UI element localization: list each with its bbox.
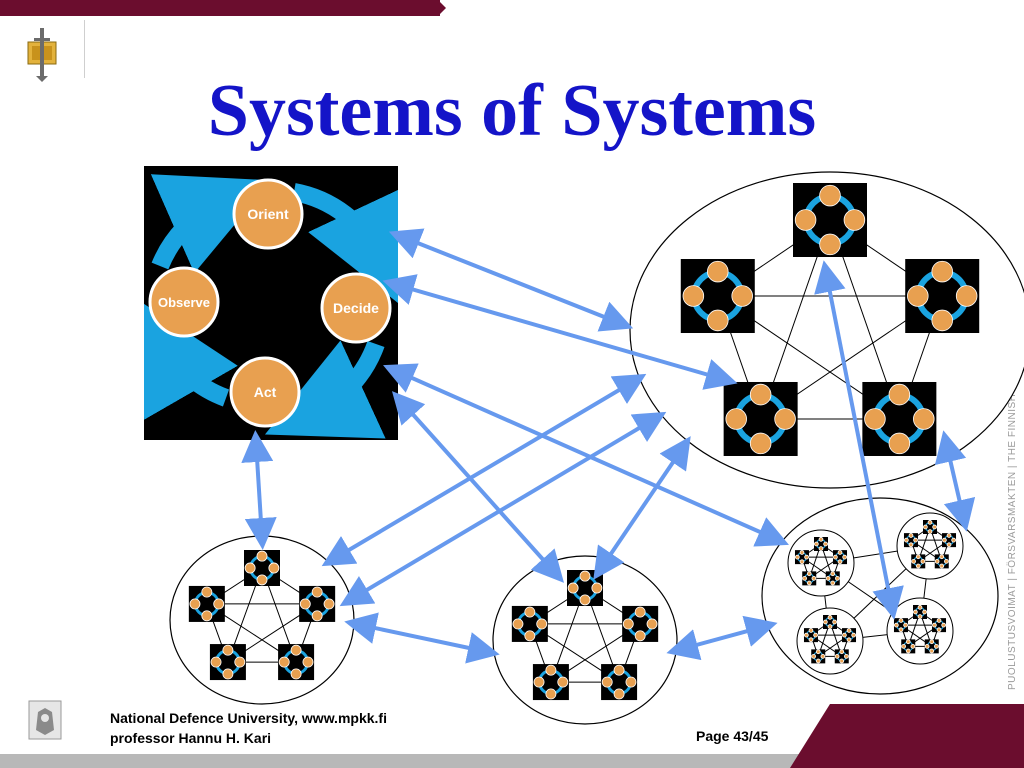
system-large xyxy=(629,171,1024,489)
sub-system-2 xyxy=(896,512,964,580)
system-large-node-5 xyxy=(680,259,755,334)
sub-system-2-node-2 xyxy=(942,533,957,548)
cycle-arc-orient-decide xyxy=(292,183,406,307)
arrow-ooda-to-large-1 xyxy=(388,228,634,332)
arrow-bottom-middle-to-large xyxy=(593,436,691,580)
sub-system-2-node-5 xyxy=(903,533,918,548)
ooda-node-observe-label: Observe xyxy=(158,295,210,310)
system-bottom-left-node-5 xyxy=(188,585,225,622)
sub-system-3-node-3 xyxy=(834,649,849,664)
sub-system-4-node-4 xyxy=(901,639,916,654)
ooda-node-decide: Decide xyxy=(320,272,392,344)
arrow-large-node-to-sub-system xyxy=(814,260,904,620)
sub-system-3-node-4 xyxy=(811,649,826,664)
cycle-arc-act-observe xyxy=(137,299,238,420)
ooda-node-decide-label: Decide xyxy=(333,300,379,316)
sub-system-3-node-1 xyxy=(823,615,837,629)
sub-system-4-node-3 xyxy=(924,639,939,654)
sub-system-4 xyxy=(886,597,954,665)
system-large-node-1 xyxy=(793,183,867,257)
ooda-node-observe: Observe xyxy=(148,266,220,338)
sub-system-3 xyxy=(796,607,864,675)
system-bottom-left-node-3 xyxy=(278,644,315,681)
system-of-systems-right xyxy=(761,497,999,695)
sub-system-2-node-4 xyxy=(911,554,926,569)
arrow-large-to-bottom-right xyxy=(934,430,976,532)
sub-system-1-node-1 xyxy=(814,537,828,551)
system-bottom-left xyxy=(169,535,355,705)
sub-system-1-node-4 xyxy=(802,571,817,586)
sub-system-1 xyxy=(787,529,855,597)
defence-forces-emblem-icon xyxy=(27,28,57,82)
system-bottom-middle-node-2 xyxy=(622,605,659,642)
system-bottom-middle-node-5 xyxy=(511,605,548,642)
sub-system-3-node-2 xyxy=(842,628,857,643)
system-large-node-2 xyxy=(905,259,980,334)
ooda-node-act-label: Act xyxy=(254,384,277,400)
arrow-ooda-to-bottom-middle xyxy=(391,391,565,583)
system-bottom-left-node-2 xyxy=(299,585,336,622)
top-brand-bar xyxy=(0,0,446,16)
system-bottom-middle-node-1 xyxy=(567,570,603,606)
system-large-node-3 xyxy=(862,381,937,456)
sub-system-4-node-2 xyxy=(932,618,947,633)
page-number: Page 43/45 xyxy=(696,728,769,744)
ooda-loop-panel: Orient Decide Act Observe xyxy=(137,166,406,440)
ooda-node-act: Act xyxy=(229,356,301,428)
footer-author: professor Hannu H. Kari xyxy=(110,730,272,746)
sub-system-1-node-5 xyxy=(794,550,809,565)
corner-accent xyxy=(790,704,1024,768)
arrow-bottom-middle-to-bottom-right xyxy=(666,615,778,661)
footer-university: National Defence University, www.mpkk.fi xyxy=(110,710,387,726)
arrow-ooda-to-bottom-left xyxy=(241,430,277,550)
cycle-arc-observe-orient xyxy=(150,174,272,274)
ooda-node-orient-label: Orient xyxy=(247,206,289,222)
sub-system-1-node-3 xyxy=(825,571,840,586)
system-bottom-middle-node-4 xyxy=(532,664,569,701)
sub-system-2-node-1 xyxy=(923,520,937,534)
sub-system-1-node-2 xyxy=(833,550,848,565)
footer-bar xyxy=(0,754,1024,768)
system-bottom-middle-node-3 xyxy=(601,664,638,701)
sub-system-2-node-3 xyxy=(934,554,949,569)
system-bottom-middle xyxy=(492,555,678,725)
arrow-bottom-left-to-bottom-middle xyxy=(344,612,500,664)
header-divider xyxy=(84,20,85,78)
sub-system-4-node-5 xyxy=(893,618,908,633)
slide-title: Systems of Systems xyxy=(207,70,817,152)
ooda-node-orient: Orient xyxy=(232,178,304,250)
university-lion-emblem-icon xyxy=(28,700,62,740)
system-bottom-left-node-1 xyxy=(244,550,280,586)
arrow-bottom-left-to-large-1 xyxy=(321,373,647,567)
sub-system-4-node-1 xyxy=(913,605,927,619)
sub-system-3-node-5 xyxy=(803,628,818,643)
system-large-node-4 xyxy=(723,381,798,456)
system-bottom-left-node-4 xyxy=(209,644,246,681)
